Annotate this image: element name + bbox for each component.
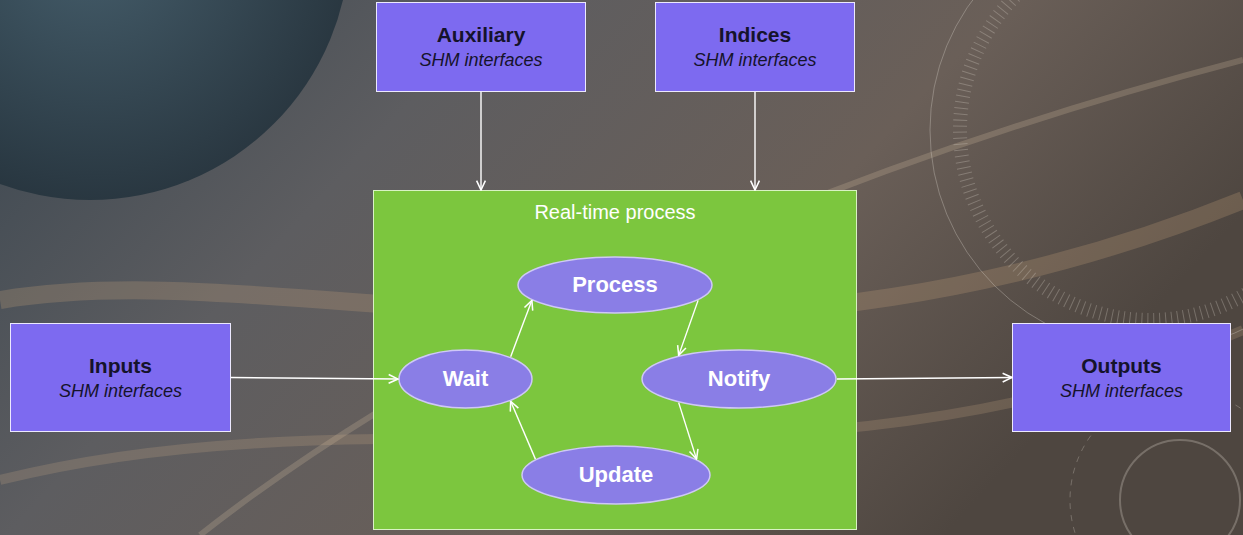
flow-arrow — [511, 300, 532, 356]
node-subtitle: SHM interfaces — [693, 50, 816, 71]
interface-box: AuxiliarySHM interfaces — [376, 2, 586, 92]
node-title: Notify — [708, 366, 770, 392]
dial-ring — [930, 0, 1243, 350]
flow-arrow — [679, 300, 698, 355]
ellipse-shape — [522, 446, 710, 504]
node-title: Inputs — [89, 354, 152, 378]
flow-arrow — [679, 403, 697, 459]
node-title: Outputs — [1081, 354, 1161, 378]
state-ellipse: Update — [521, 445, 711, 505]
light-streak — [200, 60, 1243, 535]
ellipse-shape — [518, 257, 712, 313]
state-ellipse: Notify — [641, 349, 837, 409]
flow-arrow — [754, 92, 755, 190]
ellipse-shape — [399, 350, 532, 408]
node-title: Wait — [443, 366, 489, 392]
node-title: Auxiliary — [437, 23, 526, 47]
state-ellipse: Process — [517, 256, 713, 314]
node-title: Process — [572, 272, 658, 298]
interface-box: IndicesSHM interfaces — [655, 2, 855, 92]
light-streak — [0, 200, 1243, 316]
flow-arrow — [231, 378, 398, 380]
interface-box: InputsSHM interfaces — [10, 323, 231, 432]
node-title: Indices — [719, 23, 791, 47]
flow-arrow — [480, 92, 481, 190]
node-subtitle: SHM interfaces — [1060, 381, 1183, 402]
dial-ticks — [960, 0, 1243, 320]
ellipse-shape — [642, 350, 836, 408]
node-title: Update — [579, 462, 654, 488]
node-subtitle: SHM interfaces — [419, 50, 542, 71]
flow-arrow — [837, 378, 1012, 380]
node-title: Real-time process — [374, 201, 856, 224]
process-container: Real-time processProcessWait NotifyUpdate — [373, 190, 857, 530]
dial-ring — [1120, 440, 1240, 535]
state-ellipse: Wait — [398, 349, 533, 409]
globe-shape — [0, 0, 350, 200]
flow-arrow — [511, 401, 536, 459]
node-subtitle: SHM interfaces — [59, 381, 182, 402]
interface-box: OutputsSHM interfaces — [1012, 323, 1231, 432]
